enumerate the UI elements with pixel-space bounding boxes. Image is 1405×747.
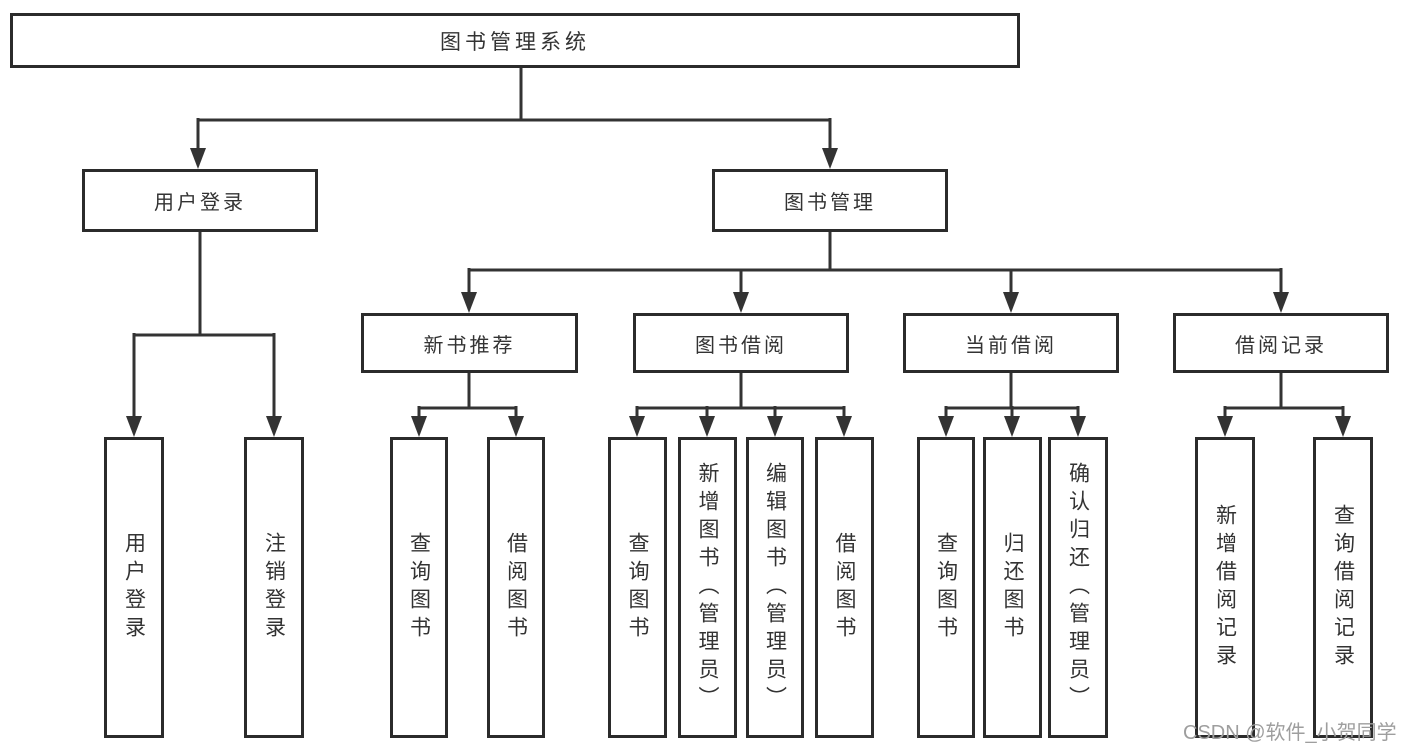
node-label: 新增借阅记录 — [1213, 503, 1237, 672]
connector-borrow-record-children — [1217, 373, 1351, 437]
node-label: 借阅记录 — [1235, 334, 1327, 357]
leaf-record-add-borrow-record: 新增借阅记录 — [1195, 437, 1255, 738]
connector-book-management-children — [461, 232, 1289, 313]
node-label: 查询图书 — [626, 531, 649, 644]
node-borrow-record: 借阅记录 — [1173, 313, 1389, 373]
leaf-current-return-book: 归还图书 — [983, 437, 1042, 738]
connector-current-borrow-children — [938, 373, 1086, 437]
node-current-borrow: 当前借阅 — [903, 313, 1119, 373]
node-label: 新增图书（管理员） — [696, 461, 719, 714]
node-label: 当前借阅 — [965, 334, 1057, 357]
node-label: 查询借阅记录 — [1331, 503, 1355, 672]
node-label: 新书推荐 — [423, 334, 516, 357]
leaf-borrow-borrow-book: 借阅图书 — [815, 437, 874, 738]
node-user-login: 用户登录 — [82, 169, 318, 232]
leaf-newbook-borrow-book: 借阅图书 — [487, 437, 545, 738]
leaf-borrow-query-book: 查询图书 — [608, 437, 667, 738]
node-label: 图书管理 — [784, 192, 876, 214]
node-label: 查询图书 — [934, 531, 958, 644]
connector-root-to-level2 — [190, 68, 838, 169]
node-label: 借阅图书 — [833, 531, 856, 644]
node-label: 用户登录 — [154, 192, 246, 214]
leaf-borrow-add-book-admin: 新增图书（管理员） — [678, 437, 737, 738]
leaf-current-query-book: 查询图书 — [917, 437, 975, 738]
node-label: 用户登录 — [122, 531, 146, 644]
node-book-management: 图书管理 — [712, 169, 948, 232]
leaf-user-login: 用户登录 — [104, 437, 164, 738]
node-label: 归还图书 — [1001, 531, 1024, 644]
leaf-record-query-borrow-record: 查询借阅记录 — [1313, 437, 1373, 738]
node-label: 借阅图书 — [504, 531, 528, 644]
node-new-book-recommend: 新书推荐 — [361, 313, 578, 373]
leaf-borrow-edit-book-admin: 编辑图书（管理员） — [746, 437, 804, 738]
leaf-logout-login: 注销登录 — [244, 437, 304, 738]
connector-new-book-children — [411, 373, 524, 437]
leaf-current-confirm-return-admin: 确认归还（管理员） — [1048, 437, 1108, 738]
csdn-watermark: CSDN @软件_小贺同学 — [1183, 722, 1397, 744]
node-library-management-system: 图书管理系统 — [10, 13, 1020, 68]
node-label: 注销登录 — [262, 531, 286, 644]
node-book-borrow: 图书借阅 — [633, 313, 849, 373]
node-label: 图书借阅 — [695, 334, 787, 357]
connector-user-login-children — [126, 232, 282, 437]
node-label: 图书管理系统 — [440, 30, 590, 54]
node-label: 查询图书 — [407, 531, 431, 644]
node-label: 确认归还（管理员） — [1066, 461, 1090, 714]
connector-book-borrow-children — [629, 373, 852, 437]
leaf-newbook-query-book: 查询图书 — [390, 437, 448, 738]
node-label: 编辑图书（管理员） — [763, 461, 787, 714]
